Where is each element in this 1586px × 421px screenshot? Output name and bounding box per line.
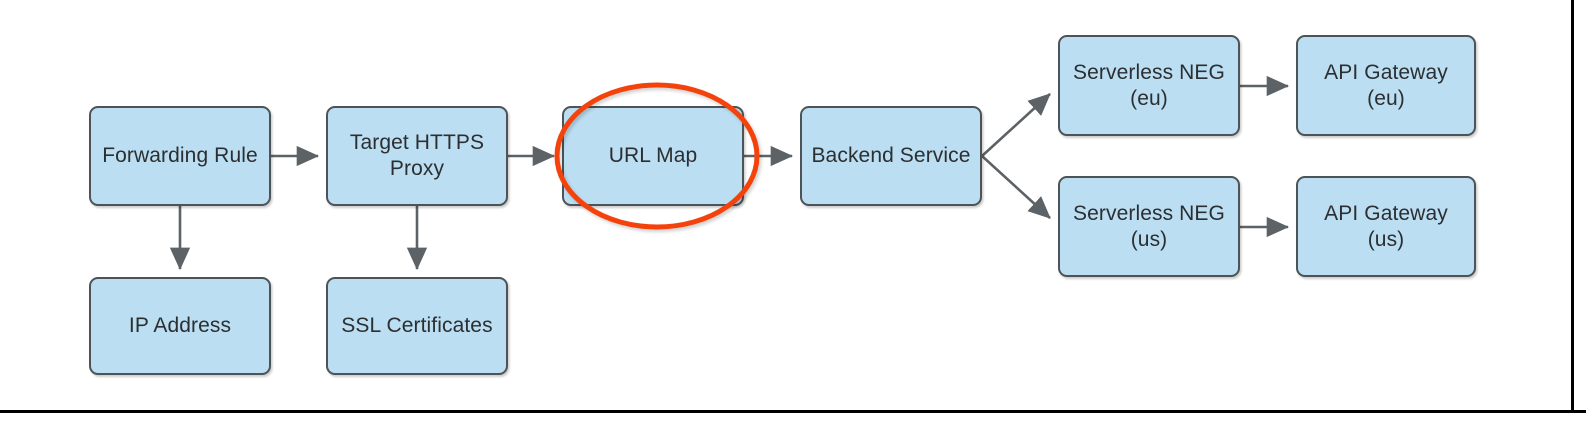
frame-right-border: [1571, 0, 1574, 411]
edge-backend-service-to-serverless-neg-eu: [981, 93, 1051, 157]
node-label-serverless-neg-eu: Serverless NEG (eu): [1073, 60, 1225, 110]
node-target-https-proxy[interactable]: Target HTTPS Proxy: [326, 106, 508, 206]
node-label-target-https-proxy: Target HTTPS Proxy: [349, 131, 485, 180]
node-label-serverless-neg-us: Serverless NEG (us): [1073, 201, 1225, 251]
node-label-api-gateway-us: API Gateway (us): [1324, 201, 1448, 251]
node-serverless-neg-eu[interactable]: Serverless NEG (eu): [1058, 35, 1240, 136]
node-forwarding-rule[interactable]: Forwarding Rule: [89, 106, 271, 206]
node-api-gateway-eu[interactable]: API Gateway (eu): [1296, 35, 1476, 136]
node-label-ip-address: IP Address: [128, 314, 232, 338]
node-api-gateway-us[interactable]: API Gateway (us): [1296, 176, 1476, 277]
node-ip-address[interactable]: IP Address: [89, 277, 271, 375]
node-label-ssl-certificates: SSL Certificates: [341, 314, 493, 338]
node-url-map[interactable]: URL Map: [562, 106, 744, 206]
node-label-backend-service: Backend Service: [811, 144, 971, 168]
node-serverless-neg-us[interactable]: Serverless NEG (us): [1058, 176, 1240, 277]
node-backend-service[interactable]: Backend Service: [800, 106, 982, 206]
node-label-api-gateway-eu: API Gateway (eu): [1324, 60, 1448, 110]
edge-backend-service-to-serverless-neg-us: [981, 155, 1051, 219]
frame-bottom-border: [0, 410, 1586, 413]
node-label-url-map: URL Map: [608, 144, 698, 168]
node-ssl-certificates[interactable]: SSL Certificates: [326, 277, 508, 375]
node-label-forwarding-rule: Forwarding Rule: [102, 144, 258, 168]
